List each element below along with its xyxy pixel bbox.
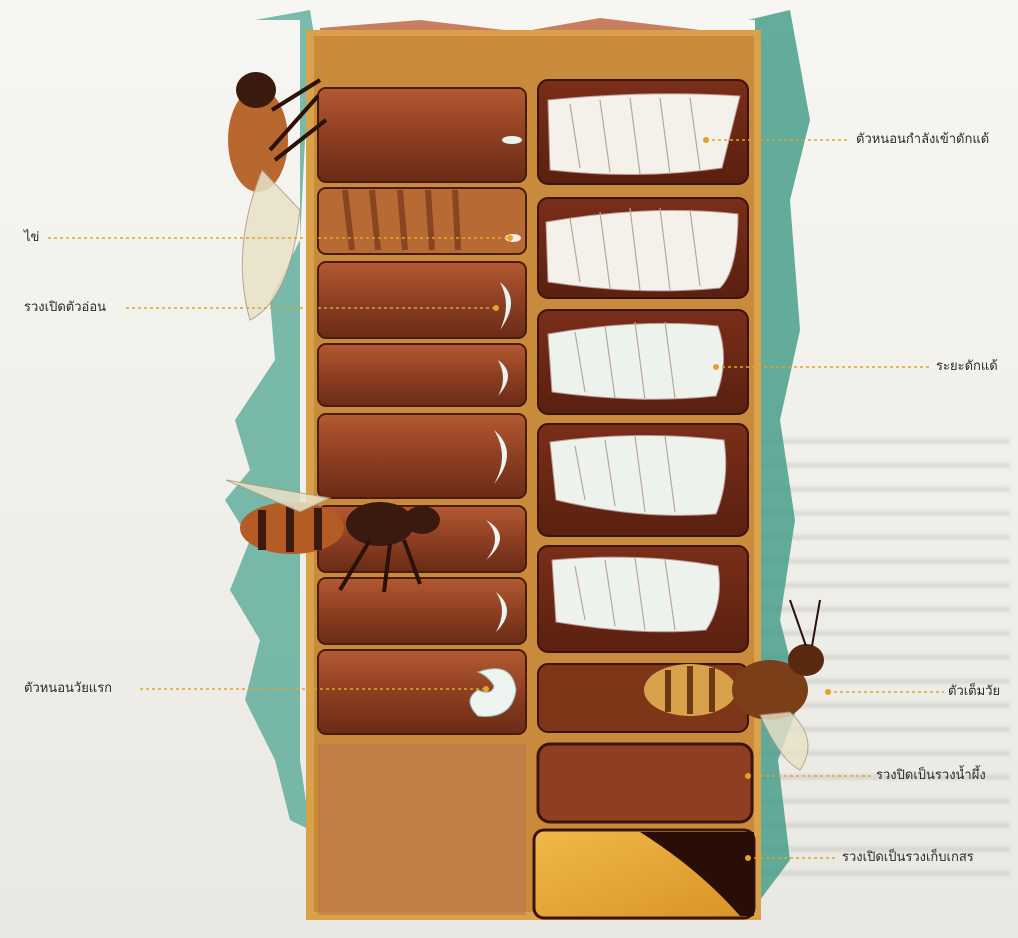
cell-left-4 — [318, 344, 526, 406]
cell-left-3 — [318, 262, 526, 338]
cell-left-1 — [318, 88, 526, 182]
cell-left-5 — [318, 414, 526, 498]
label-egg: ไข่ — [24, 230, 39, 246]
top-egg-shape — [502, 136, 522, 144]
label-adult-bee: ตัวเต็มวัย — [948, 684, 1000, 700]
cell-right-7-capped-honey — [538, 744, 752, 822]
pupa-shape-1 — [548, 94, 740, 175]
right-cell-column — [534, 80, 754, 918]
pupa-shape-5 — [552, 557, 720, 632]
label-pupa-stage: ระยะดักแด้ — [936, 359, 998, 375]
label-curled-larva: ตัวหนอนวัยแรก — [24, 681, 112, 697]
cell-left-7 — [318, 578, 526, 644]
pupa-shape-4 — [550, 435, 726, 515]
pupa-shape-3 — [548, 323, 724, 399]
label-larva-entering-pupa: ตัวหนอนกำลังเข้าดักแด้ — [856, 132, 989, 148]
label-open-pollen-cell: รวงเปิดเป็นรวงเก็บเกสร — [842, 850, 974, 866]
label-open-young-larva-cell: รวงเปิดตัวอ่อน — [24, 300, 106, 316]
cell-left-9-open — [318, 744, 526, 915]
label-capped-honey-cell: รวงปิดเป็นรวงน้ำผึ้ง — [876, 768, 986, 784]
